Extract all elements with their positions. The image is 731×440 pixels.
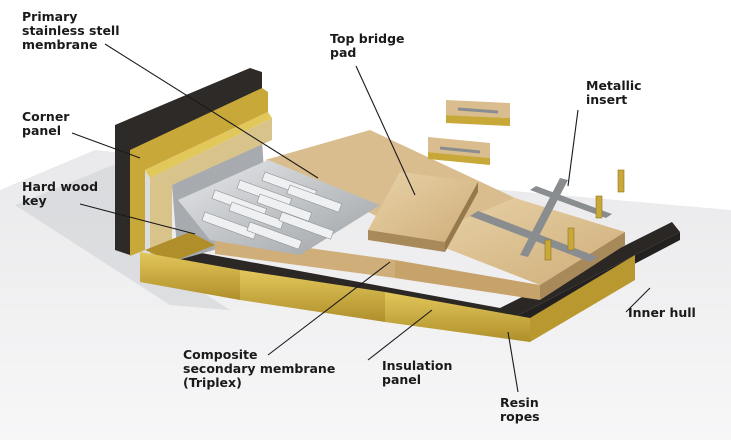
label-inner-hull: Inner hull — [628, 306, 696, 320]
label-metallic-insert: Metallic insert — [586, 79, 642, 107]
label-primary-membrane: Primary stainless stell membrane — [22, 10, 120, 52]
label-corner-panel: Corner panel — [22, 110, 69, 138]
label-hard-wood-key: Hard wood key — [22, 180, 98, 208]
label-top-bridge-pad: Top bridge pad — [330, 32, 405, 60]
label-insulation-panel: Insulation panel — [382, 359, 452, 387]
label-composite-membrane: Composite secondary membrane (Triplex) — [183, 348, 335, 390]
label-resin-ropes: Resin ropes — [500, 396, 540, 424]
exploded-pads — [428, 100, 510, 165]
